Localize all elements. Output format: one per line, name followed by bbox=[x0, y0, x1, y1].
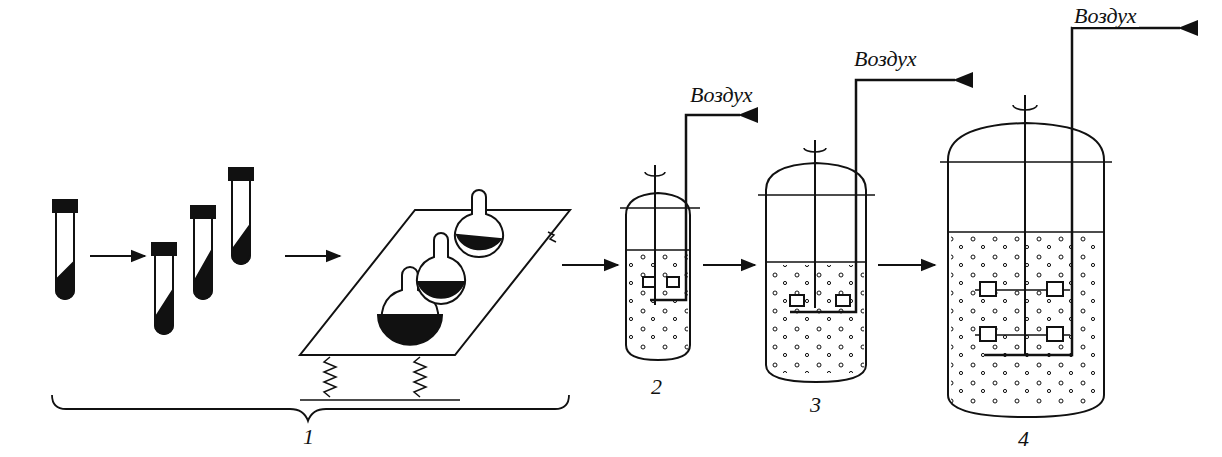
callout-number: 3 bbox=[810, 394, 821, 416]
air-label: Воздух bbox=[1072, 5, 1139, 27]
fermenter-medium bbox=[758, 80, 955, 382]
test-tubes bbox=[53, 168, 253, 334]
air-label: Воздух bbox=[688, 84, 755, 106]
callout-number: 1 bbox=[303, 426, 314, 448]
callout-number: 2 bbox=[651, 376, 662, 398]
fermenter-small bbox=[620, 115, 740, 360]
group-bracket bbox=[52, 395, 569, 421]
callout-number: 4 bbox=[1018, 428, 1029, 450]
fermenter-large bbox=[940, 28, 1180, 417]
air-label: Воздух bbox=[852, 48, 919, 70]
shaker-flasks bbox=[300, 190, 570, 400]
